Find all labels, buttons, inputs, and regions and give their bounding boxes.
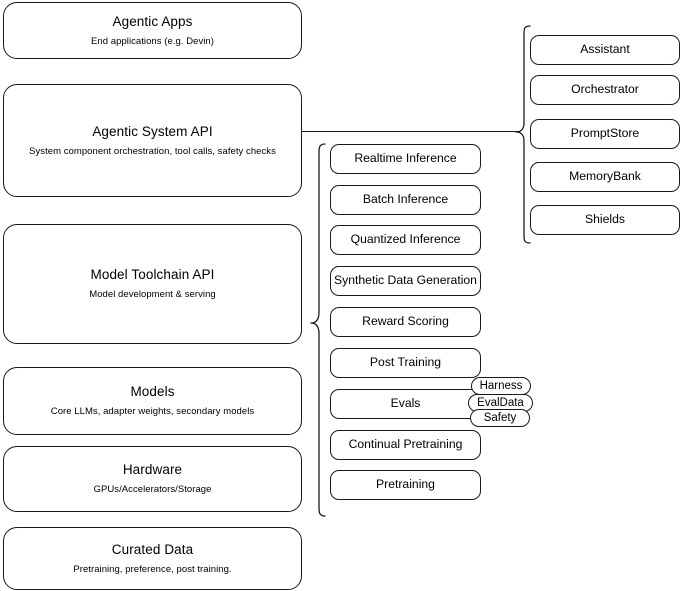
layer-subtitle: Model development & serving (89, 289, 216, 300)
layer-subtitle: GPUs/Accelerators/Storage (93, 484, 212, 495)
layer-title: Hardware (122, 462, 183, 478)
toolchain-item-batch-inference[interactable]: Batch Inference (330, 185, 481, 215)
agentic-component-label: MemoryBank (569, 169, 641, 184)
toolchain-item-synthetic-data-generation[interactable]: Synthetic Data Generation (330, 266, 481, 296)
layer-subtitle: System component orchestration, tool cal… (29, 145, 276, 157)
layer-agentic-system-api[interactable]: Agentic System API System component orch… (3, 84, 302, 197)
agentic-component-promptstore[interactable]: PromptStore (530, 119, 680, 149)
agentic-component-memorybank[interactable]: MemoryBank (530, 162, 680, 192)
toolchain-item-quantized-inference[interactable]: Quantized Inference (330, 225, 481, 255)
toolchain-item-label: Post Training (369, 355, 442, 370)
layer-title: Curated Data (111, 541, 194, 557)
layer-models[interactable]: Models Core LLMs, adapter weights, secon… (3, 367, 302, 435)
toolchain-item-label: Pretraining (376, 477, 435, 492)
layer-title: Models (130, 384, 175, 400)
layer-title: Agentic Apps (112, 13, 193, 29)
toolchain-item-label: Reward Scoring (362, 314, 449, 329)
eval-tag-label: Safety (483, 412, 517, 424)
eval-tag-harness[interactable]: Harness (471, 377, 531, 395)
layer-title: Agentic System API (92, 123, 213, 139)
agentic-component-label: PromptStore (570, 126, 640, 141)
toolchain-item-label: Continual Pretraining (348, 437, 463, 452)
connector-system-api-to-components (302, 131, 520, 132)
toolchain-item-reward-scoring[interactable]: Reward Scoring (330, 307, 481, 337)
layer-subtitle: End applications (e.g. Devin) (91, 35, 214, 47)
layer-subtitle: Core LLMs, adapter weights, secondary mo… (50, 406, 255, 417)
agentic-component-assistant[interactable]: Assistant (530, 35, 680, 65)
toolchain-item-realtime-inference[interactable]: Realtime Inference (330, 144, 481, 174)
agentic-component-label: Shields (585, 212, 625, 227)
eval-tag-safety[interactable]: Safety (470, 409, 530, 427)
layer-title: Model Toolchain API (90, 267, 215, 283)
brace-components-group (508, 24, 532, 246)
toolchain-item-post-training[interactable]: Post Training (330, 348, 481, 378)
layer-curated-data[interactable]: Curated Data Pretraining, preference, po… (3, 527, 302, 590)
agentic-component-shields[interactable]: Shields (530, 205, 680, 235)
layer-hardware[interactable]: Hardware GPUs/Accelerators/Storage (3, 446, 302, 512)
layer-model-toolchain-api[interactable]: Model Toolchain API Model development & … (3, 224, 302, 344)
toolchain-item-pretraining[interactable]: Pretraining (330, 470, 481, 500)
layer-subtitle: Pretraining, preference, post training. (73, 563, 232, 575)
layer-agentic-apps[interactable]: Agentic Apps End applications (e.g. Devi… (3, 2, 302, 59)
agentic-component-orchestrator[interactable]: Orchestrator (530, 75, 680, 105)
eval-tag-label: Harness (479, 380, 523, 392)
toolchain-item-label: Quantized Inference (350, 232, 461, 247)
agentic-component-label: Assistant (580, 42, 630, 57)
toolchain-item-label: Batch Inference (362, 192, 449, 207)
agentic-component-label: Orchestrator (571, 82, 639, 97)
toolchain-item-evals[interactable]: Evals (330, 389, 481, 419)
toolchain-item-label: Realtime Inference (354, 151, 457, 166)
toolchain-item-label: Synthetic Data Generation (334, 273, 477, 288)
toolchain-item-label: Evals (390, 396, 421, 411)
brace-toolchain-group (303, 142, 327, 518)
eval-tag-label: EvalData (477, 397, 524, 409)
toolchain-item-continual-pretraining[interactable]: Continual Pretraining (330, 430, 481, 460)
